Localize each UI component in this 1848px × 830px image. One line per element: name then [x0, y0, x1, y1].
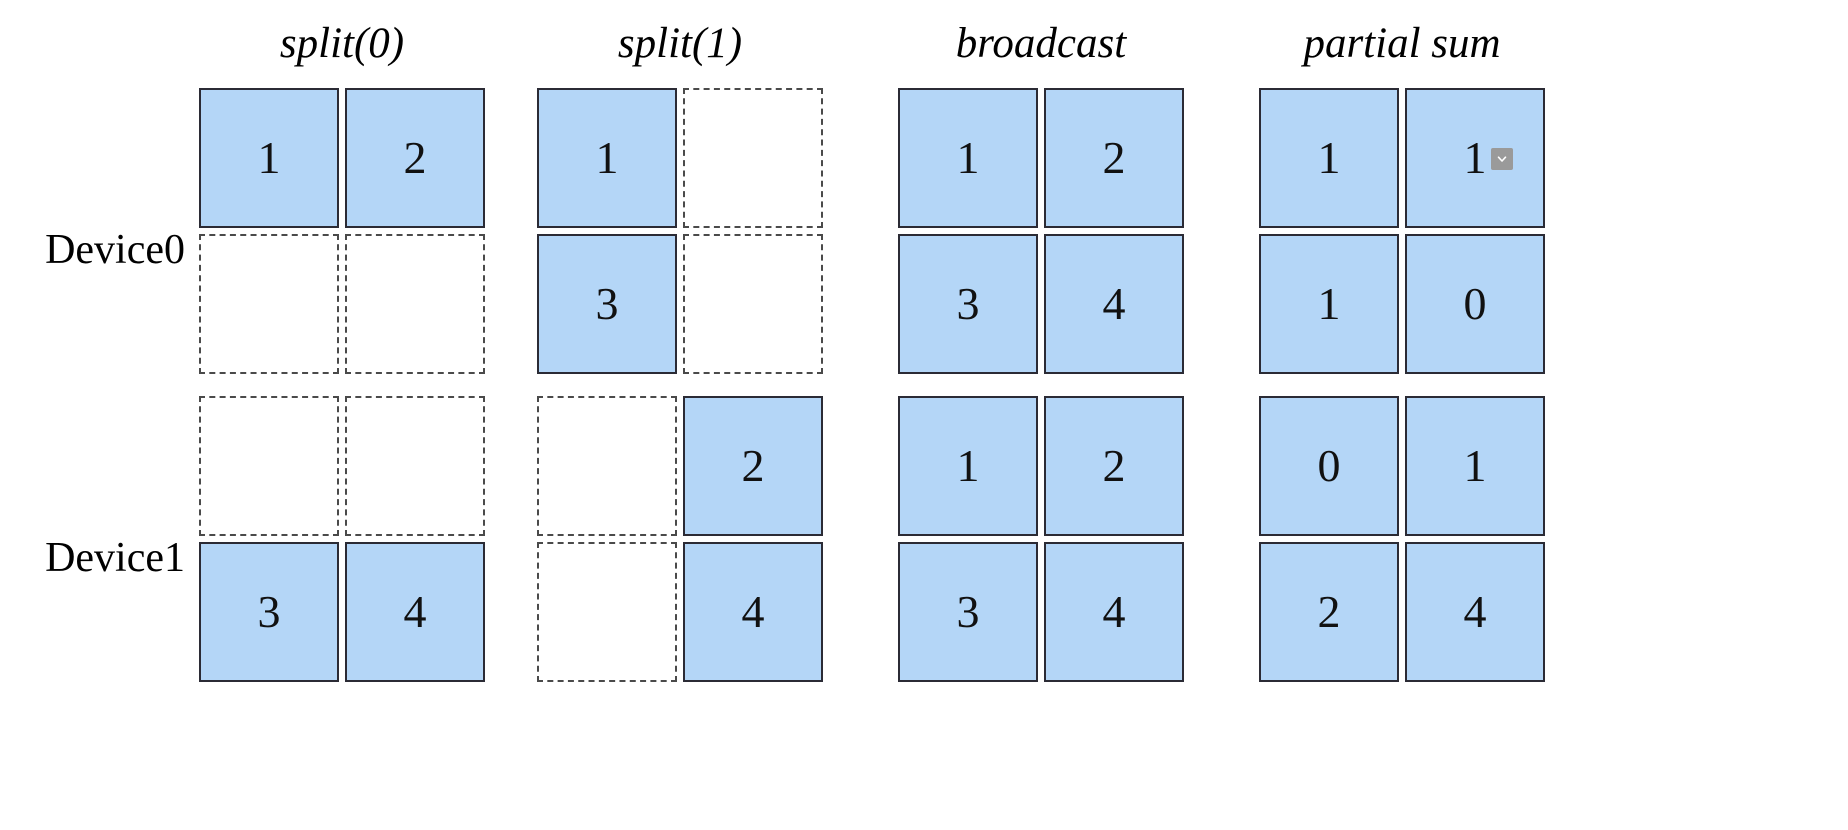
tensor-cell-filled: 1 [1405, 396, 1545, 536]
cell-value: 2 [741, 440, 765, 491]
tensor-cell-empty [345, 396, 485, 536]
group-title: split(1) [617, 20, 743, 67]
tensor-cell-filled: 0 [1405, 234, 1545, 374]
cell-value: 1 [595, 132, 619, 183]
group-title: split(0) [279, 20, 405, 67]
cell-value: 3 [595, 278, 619, 329]
tensor-cell-filled: 1 [898, 396, 1038, 536]
tensor-cell-filled: 2 [1044, 396, 1184, 536]
tensor-cell-filled: 4 [345, 542, 485, 682]
tensor-cell-filled: 4 [683, 542, 823, 682]
cell-value: 1 [956, 440, 980, 491]
cell-value: 4 [1102, 278, 1126, 329]
tensor-cell-filled: 2 [1044, 88, 1184, 228]
tensor-cell-filled: 3 [199, 542, 339, 682]
tensor-cell-filled: 1 [1259, 234, 1399, 374]
device-label-1: Device1 [45, 535, 185, 581]
device-block: 1 2 3 4 [898, 88, 1184, 374]
chevron-down-icon[interactable] [1491, 148, 1513, 170]
device-block: 1 2 3 4 [898, 396, 1184, 682]
cell-value: 3 [956, 586, 980, 637]
cell-value: 1 [1463, 440, 1487, 491]
tensor-cell-empty [683, 234, 823, 374]
cell-value: 2 [1102, 440, 1126, 491]
tensor-cell-filled: 1 [537, 88, 677, 228]
tensor-cell-filled: 1 [1259, 88, 1399, 228]
cell-value: 2 [403, 132, 427, 183]
tensor-cell-filled: 3 [898, 234, 1038, 374]
cell-value: 4 [1102, 586, 1126, 637]
group-title: partial sum [1303, 20, 1501, 67]
cell-value: 1 [1463, 132, 1487, 183]
tensor-cell-empty [537, 542, 677, 682]
tensor-cell-filled: 2 [1259, 542, 1399, 682]
tensor-cell-filled: 3 [898, 542, 1038, 682]
cell-value: 1 [1317, 278, 1341, 329]
tensor-cell-filled: 2 [683, 396, 823, 536]
cell-value: 4 [1463, 586, 1487, 637]
tensor-cell-empty [199, 396, 339, 536]
tensor-cell-filled: 4 [1044, 234, 1184, 374]
group-title: broadcast [955, 20, 1127, 67]
tensor-cell-filled: 1 [1405, 88, 1545, 228]
cell-value: 0 [1463, 278, 1487, 329]
cell-value: 2 [1317, 586, 1341, 637]
device-block: 1 1 1 0 [1259, 88, 1545, 374]
cell-value: 3 [257, 586, 281, 637]
tensor-cell-empty [345, 234, 485, 374]
cell-value: 1 [1317, 132, 1341, 183]
tensor-cell-filled: 2 [345, 88, 485, 228]
cell-value: 1 [257, 132, 281, 183]
tensor-cell-filled: 0 [1259, 396, 1399, 536]
tensor-cell-empty [683, 88, 823, 228]
cell-value: 3 [956, 278, 980, 329]
tensor-cell-filled: 4 [1405, 542, 1545, 682]
tensor-cell-filled: 1 [898, 88, 1038, 228]
cell-value: 1 [956, 132, 980, 183]
cell-value: 4 [741, 586, 765, 637]
tensor-cell-filled: 3 [537, 234, 677, 374]
tensor-cell-filled: 4 [1044, 542, 1184, 682]
device-label-0: Device0 [45, 227, 185, 273]
cell-value: 4 [403, 586, 427, 637]
tensor-cell-empty [199, 234, 339, 374]
tensor-cell-filled: 1 [199, 88, 339, 228]
cell-value: 0 [1317, 440, 1341, 491]
tensor-cell-empty [537, 396, 677, 536]
device-block: 0 1 2 4 [1259, 396, 1545, 682]
cell-value: 2 [1102, 132, 1126, 183]
